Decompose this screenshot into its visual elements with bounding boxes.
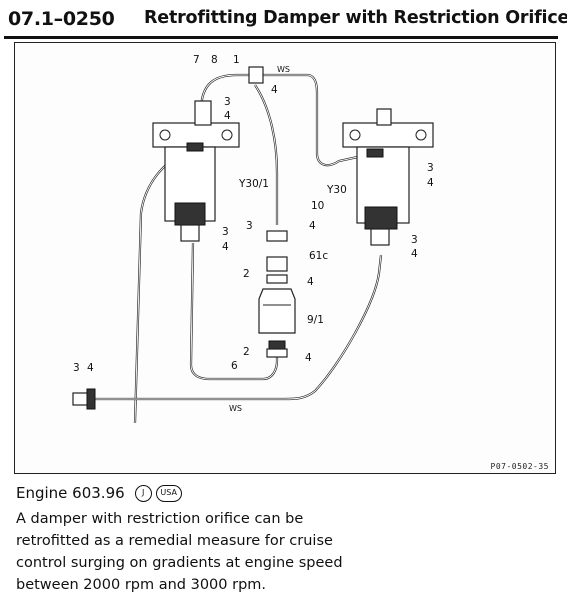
label-ws-bottom: WS	[229, 404, 242, 413]
label-8: 8	[211, 54, 218, 66]
badge-usa: USA	[155, 484, 182, 502]
diagram-labels: 7 8 1 WS 4 3 4 Y30/1 Y30 3 4 10 3 4 3 4 …	[73, 54, 434, 413]
label-3-left-lower: 3	[222, 226, 229, 238]
vacuum-line-diagram: 7 8 1 WS 4 3 4 Y30/1 Y30 3 4 10 3 4 3 4 …	[14, 42, 556, 474]
left-connector	[72, 388, 96, 410]
label-y30: Y30	[326, 184, 347, 196]
fittings	[248, 66, 288, 358]
label-9-1: 9/1	[307, 314, 324, 326]
engine-line: Engine 603.96 J USA	[16, 484, 182, 502]
label-3-right-valve: 3	[427, 162, 434, 174]
label-4-damper-top: 4	[309, 220, 316, 232]
diagram-svg: 7 8 1 WS 4 3 4 Y30/1 Y30 3 4 10 3 4 3 4 …	[72, 54, 434, 424]
valve-y30	[342, 108, 434, 246]
label-10: 10	[311, 200, 324, 212]
damper-9-1	[258, 288, 296, 334]
figure-code: P07-0502-35	[490, 462, 549, 471]
label-7: 7	[193, 54, 200, 66]
header-rule	[4, 36, 558, 39]
label-4-low: 4	[305, 352, 312, 364]
page-title: Retrofitting Damper with Restriction Ori…	[144, 8, 567, 28]
label-4-left-lower: 4	[222, 241, 229, 253]
label-61c: 61c	[309, 250, 328, 262]
label-ws-top: WS	[277, 65, 290, 74]
label-2-low: 2	[243, 346, 250, 358]
section-number: 07.1–0250	[8, 8, 115, 30]
label-2-mid: 2	[243, 268, 250, 280]
label-3-left-valve: 3	[224, 96, 231, 108]
label-3-right-lower: 3	[411, 234, 418, 246]
badge-j: J	[134, 484, 152, 502]
valve-y30-1	[152, 100, 240, 242]
description-text: A damper with restriction orifice can be…	[16, 511, 343, 593]
engine-label: Engine 603.96	[16, 484, 125, 502]
label-4-right-valve: 4	[427, 177, 434, 189]
label-3-damper-top: 3	[246, 220, 253, 232]
page-header: 07.1–0250 Retrofitting Damper with Restr…	[4, 4, 567, 34]
label-4-left-valve: 4	[224, 110, 231, 122]
label-4-right-lower: 4	[411, 248, 418, 260]
label-3-left: 3	[73, 362, 80, 374]
label-y30-1: Y30/1	[238, 178, 269, 190]
label-4-mid: 4	[307, 276, 314, 288]
label-6: 6	[231, 360, 238, 372]
label-1: 1	[233, 54, 240, 66]
label-4-left: 4	[87, 362, 94, 374]
label-4-top: 4	[271, 84, 278, 96]
